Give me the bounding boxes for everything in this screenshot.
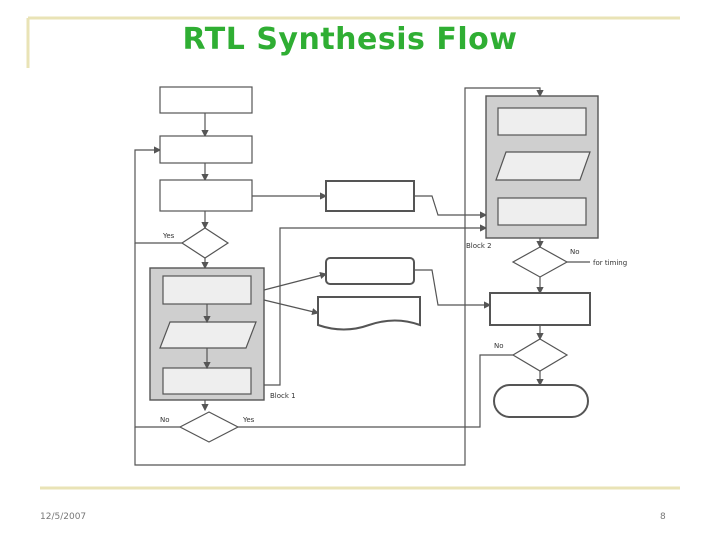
middle-column — [317, 180, 421, 331]
decision-yes-label: Yes — [162, 232, 175, 240]
flow-box-library — [325, 180, 415, 212]
decision-no-label: No — [494, 342, 504, 350]
connector — [263, 272, 328, 291]
connector — [134, 146, 182, 244]
decision-no-label: No — [570, 248, 580, 256]
flow-box-constraints — [325, 257, 415, 285]
block-1-label: Block 1 — [270, 392, 296, 400]
block-2-stage-mid — [495, 151, 591, 181]
block-1-stage-mid — [159, 321, 257, 349]
right-column: Block 2 No for timing No — [466, 95, 627, 418]
decision-diamond — [178, 411, 240, 443]
flow-terminal-end — [493, 384, 589, 418]
connector — [134, 87, 544, 466]
block-2-stage-top — [497, 107, 587, 136]
slide-title: RTL Synthesis Flow — [182, 22, 518, 57]
flow-box-start — [159, 86, 253, 114]
flow-box-simulation — [159, 179, 253, 212]
flow-box-description — [159, 135, 253, 164]
connector — [238, 354, 513, 428]
decision-diamond — [511, 246, 569, 278]
decision-diamond — [511, 338, 569, 372]
decision-yes-label: Yes — [242, 416, 255, 424]
annotation-label: for timing — [593, 259, 627, 267]
block-2-stage-bottom — [497, 197, 587, 226]
connector — [264, 224, 488, 386]
decision-diamond — [180, 227, 230, 259]
block-2-label: Block 2 — [466, 242, 492, 250]
decision-no-label: No — [160, 416, 170, 424]
connector — [263, 299, 320, 316]
connector — [414, 195, 488, 219]
block-1-stage-bottom — [162, 367, 252, 395]
footer-date: 12/5/2007 — [40, 512, 87, 522]
flow-box-verification — [489, 292, 591, 326]
flow-doc-report — [317, 296, 421, 331]
footer-page-number: 8 — [660, 512, 666, 522]
connector — [414, 269, 492, 309]
left-column: Yes Block 1 No Yes — [149, 86, 296, 443]
block-1-stage-top — [162, 275, 252, 305]
